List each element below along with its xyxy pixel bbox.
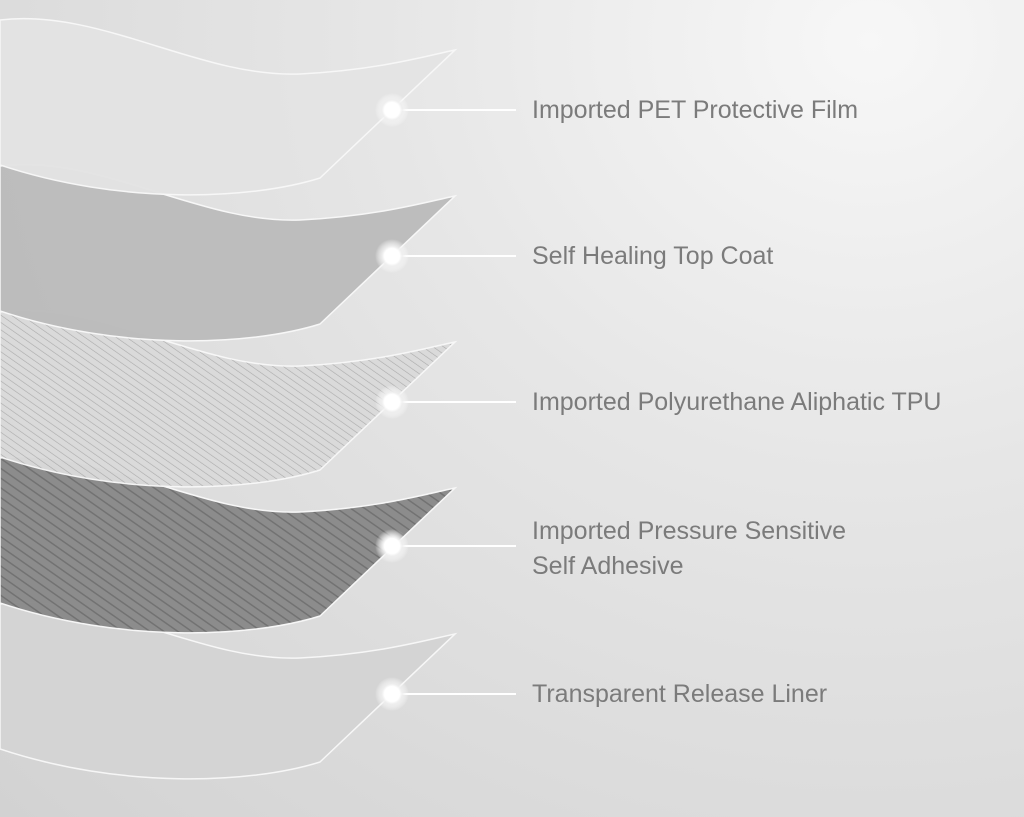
layer-label: Transparent Release Liner: [532, 677, 827, 712]
layer-label-line: Transparent Release Liner: [532, 680, 828, 708]
marker-dot-icon: [375, 529, 409, 563]
layer-label: Imported PET Protective Film: [532, 93, 858, 128]
layer-label-line: Self Adhesive: [532, 552, 684, 580]
layer-label-line: Self Healing Top Coat: [532, 242, 774, 270]
marker-dot-icon: [375, 385, 409, 419]
layer-label-line: Imported Pressure Sensitive: [532, 517, 847, 545]
marker-dot-icon: [375, 239, 409, 273]
layer-sheet: [0, 17, 458, 196]
layer-label-line: Imported PET Protective Film: [532, 96, 859, 124]
layer-label: Imported Polyurethane Aliphatic TPU: [532, 385, 942, 420]
layer-label-line: Imported Polyurethane Aliphatic TPU: [532, 388, 942, 416]
layer-label: Self Healing Top Coat: [532, 239, 773, 274]
marker-dot-icon: [375, 93, 409, 127]
marker-dot-icon: [375, 677, 409, 711]
